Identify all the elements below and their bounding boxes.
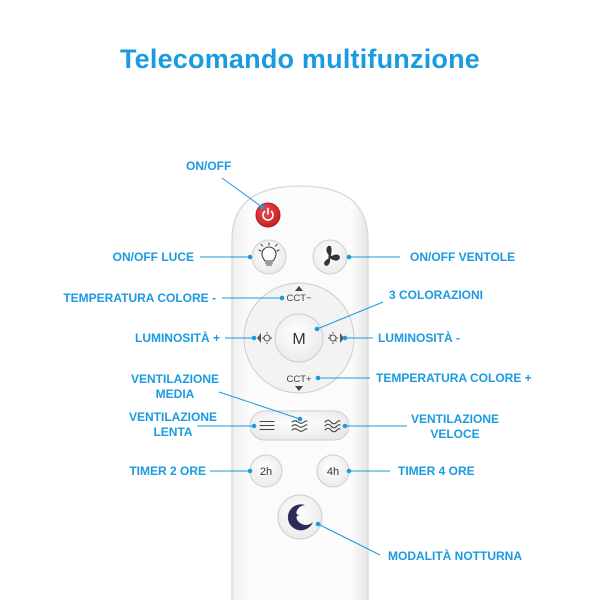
light-toggle-button[interactable] — [251, 239, 287, 275]
dpad — [243, 282, 355, 394]
power-icon — [262, 207, 274, 221]
label-ventilazione-veloce-line2: VELOCE — [430, 427, 480, 441]
cct-minus-text: CCT− — [286, 293, 312, 304]
cct-minus-button[interactable]: CCT− — [286, 286, 312, 304]
cct-plus-text: CCT+ — [286, 374, 312, 385]
fan-speed-high-button[interactable] — [324, 419, 341, 433]
brightness-down-icon — [328, 332, 344, 344]
label-luminosita-plus: LUMINOSITÀ + — [134, 331, 220, 345]
timer-4h-text: 4h — [327, 466, 339, 478]
label-ventilazione-lenta: VENTILAZIONE LENTA — [113, 410, 233, 440]
label-on-off-ventole: ON/OFF VENTOLE — [410, 250, 516, 264]
label-luminosita-minus: LUMINOSITÀ - — [378, 331, 460, 345]
power-button[interactable] — [255, 202, 281, 228]
label-ventilazione-lenta-line2: LENTA — [153, 425, 193, 439]
callout-lines — [197, 177, 407, 556]
fan-icon — [324, 245, 340, 266]
label-on-off: ON/OFF — [186, 159, 232, 173]
mode-text: M — [292, 331, 305, 348]
fan-speed-medium-button[interactable] — [291, 420, 308, 432]
label-tre-colorazioni: 3 COLORAZIONI — [389, 288, 484, 302]
brightness-up-button[interactable] — [257, 332, 272, 344]
page-title: Telecomando multifunzione — [119, 44, 480, 74]
timer-2h-button[interactable]: 2h — [249, 454, 283, 488]
label-ventilazione-lenta-line1: VENTILAZIONE — [128, 410, 217, 424]
label-modalita-notturna: MODALITÀ NOTTURNA — [388, 549, 522, 563]
timer-4h-button[interactable]: 4h — [316, 454, 350, 488]
timer-2h-text: 2h — [260, 466, 272, 478]
wave-low-icon — [259, 420, 275, 431]
label-ventilazione-veloce-line1: VENTILAZIONE — [410, 412, 499, 426]
brightness-down-button[interactable] — [328, 332, 344, 344]
label-temp-colore-plus: TEMPERATURA COLORE + — [376, 371, 532, 385]
label-temp-colore-minus: TEMPERATURA COLORE - — [63, 291, 216, 305]
moon-icon — [287, 504, 313, 531]
night-mode-button[interactable] — [277, 494, 323, 540]
arrow-down-icon — [295, 386, 303, 391]
brightness-up-icon — [257, 332, 272, 344]
label-on-off-luce: ON/OFF LUCE — [112, 250, 194, 264]
lightbulb-icon — [258, 242, 280, 266]
wave-medium-icon — [291, 420, 308, 432]
fan-toggle-button[interactable] — [312, 239, 348, 275]
label-ventilazione-media-line2: MEDIA — [155, 387, 195, 401]
label-timer-2: TIMER 2 ORE — [129, 464, 206, 478]
cct-plus-button[interactable]: CCT+ — [286, 374, 312, 391]
wave-high-icon — [324, 419, 341, 433]
label-ventilazione-media: VENTILAZIONE MEDIA — [115, 372, 235, 402]
fan-speed-low-button[interactable] — [259, 420, 275, 431]
mode-button[interactable]: M — [292, 331, 305, 348]
arrow-up-icon — [295, 286, 303, 291]
label-timer-4: TIMER 4 ORE — [398, 464, 475, 478]
label-ventilazione-veloce: VENTILAZIONE VELOCE — [395, 412, 515, 442]
label-ventilazione-media-line1: VENTILAZIONE — [130, 372, 219, 386]
